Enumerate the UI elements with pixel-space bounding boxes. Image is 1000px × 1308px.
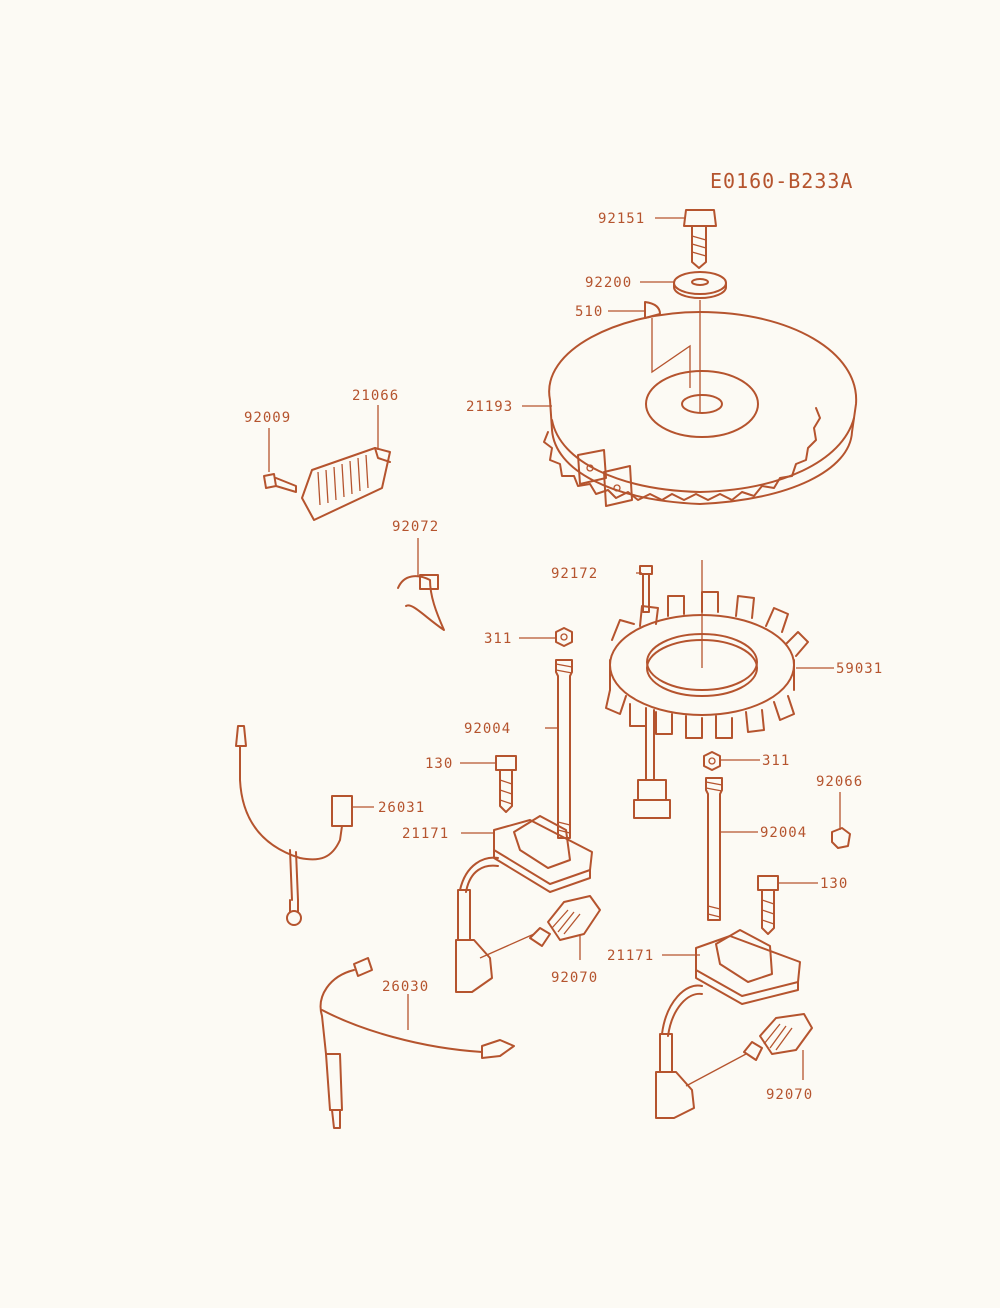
callout-92004-right: 92004	[760, 825, 807, 841]
callout-130-right: 130	[820, 876, 848, 892]
callout-26030: 26030	[382, 979, 429, 995]
washer-92200[interactable]	[673, 271, 727, 299]
key-510[interactable]	[644, 301, 661, 319]
callout-92070-right: 92070	[766, 1087, 813, 1103]
callout-510: 510	[575, 304, 603, 320]
callout-92172: 92172	[551, 566, 598, 582]
stud-92004-right[interactable]	[705, 777, 723, 921]
callout-21193: 21193	[466, 399, 513, 415]
callout-92151: 92151	[598, 211, 645, 227]
callout-92200: 92200	[585, 275, 632, 291]
nut-311-upper[interactable]	[555, 627, 573, 647]
stud-92004-left[interactable]	[555, 659, 573, 839]
nut-311-right[interactable]	[703, 751, 721, 771]
bolt-130-right[interactable]	[757, 875, 779, 935]
ignition-coil-21171-left[interactable]	[455, 815, 593, 993]
nut-92066[interactable]	[831, 827, 851, 849]
screw-92172[interactable]	[639, 565, 653, 613]
callout-311-upper: 311	[484, 631, 512, 647]
callout-59031: 59031	[836, 661, 883, 677]
callout-21171-right: 21171	[607, 948, 654, 964]
callout-92072: 92072	[392, 519, 439, 535]
callout-130-left: 130	[425, 756, 453, 772]
callout-26031: 26031	[378, 800, 425, 816]
bolt-130-left[interactable]	[495, 755, 517, 813]
stator-59031[interactable]	[605, 591, 809, 819]
band-92072[interactable]	[397, 574, 445, 631]
lead-wire-26030[interactable]	[319, 957, 515, 1129]
lead-wire-26031[interactable]	[235, 725, 353, 926]
callout-311-right: 311	[762, 753, 790, 769]
flywheel-21193[interactable]	[543, 311, 858, 507]
callout-92070-left: 92070	[551, 970, 598, 986]
key-slot-line	[651, 318, 691, 388]
regulator-21066[interactable]	[301, 447, 391, 521]
spark-plug-92070-left[interactable]	[529, 895, 601, 947]
leader-lines	[268, 217, 841, 1087]
ignition-coil-21171-right[interactable]	[655, 929, 801, 1119]
spark-plug-92070-right[interactable]	[743, 1013, 813, 1061]
callout-92066: 92066	[816, 774, 863, 790]
callout-92009: 92009	[244, 410, 291, 426]
screw-92009[interactable]	[263, 473, 297, 493]
callout-92004-left: 92004	[464, 721, 511, 737]
bolt-92151[interactable]	[683, 209, 717, 269]
callout-21066: 21066	[352, 388, 399, 404]
callout-21171-left: 21171	[402, 826, 449, 842]
diagram-code: E0160-B233A	[710, 169, 853, 193]
